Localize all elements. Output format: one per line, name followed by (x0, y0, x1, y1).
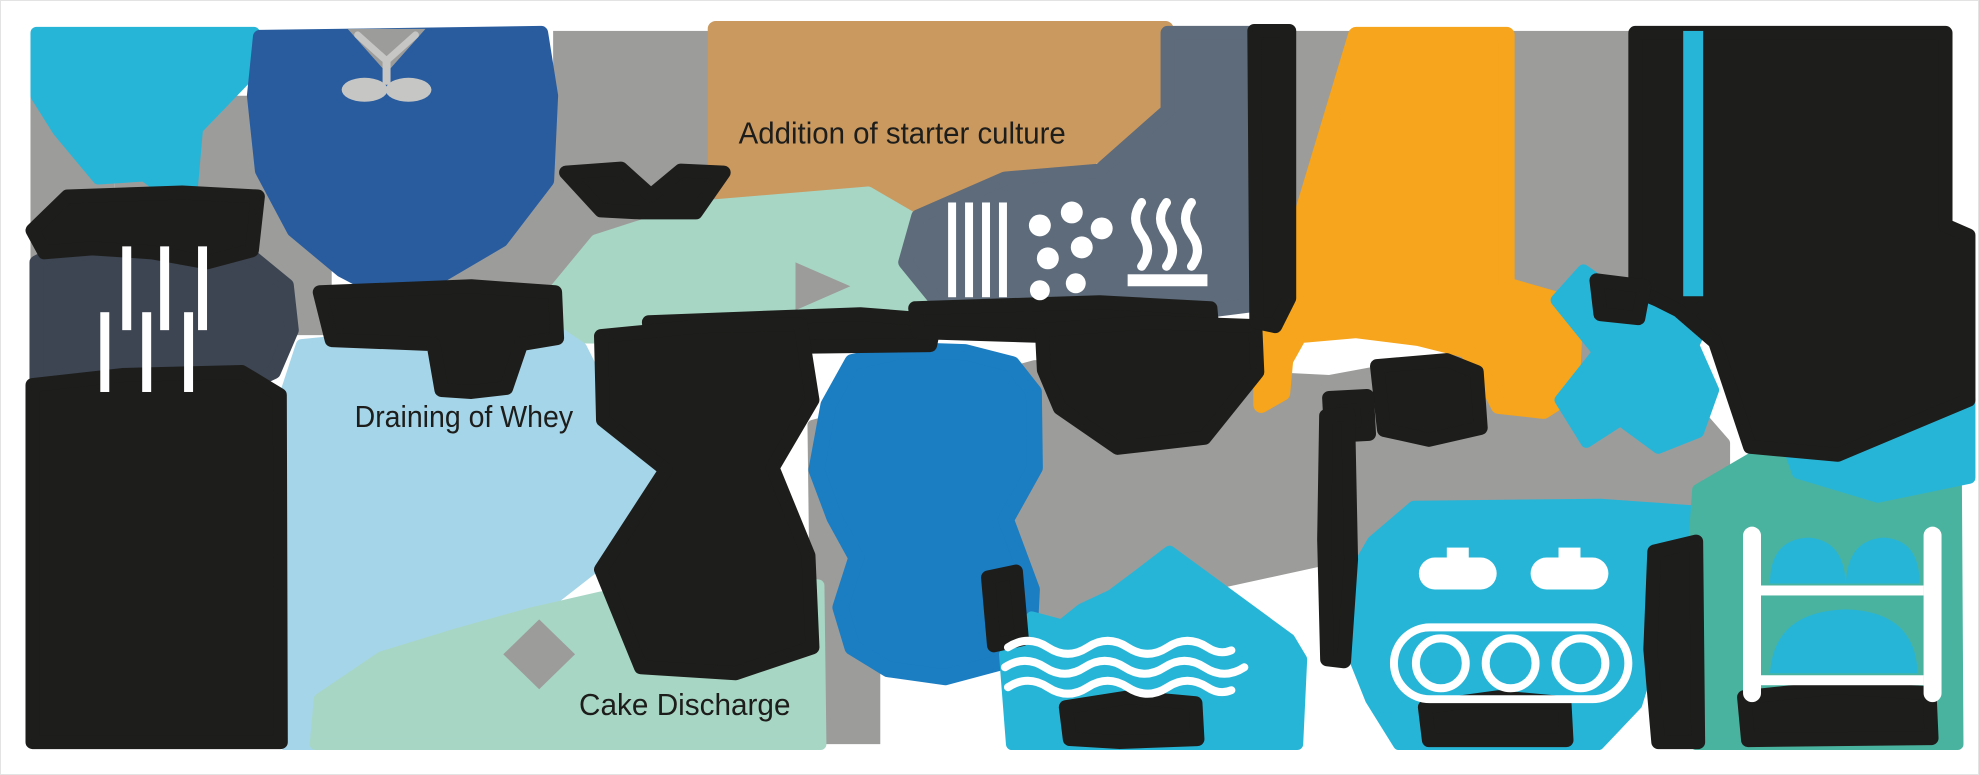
water-waves-icon (1000, 636, 1249, 698)
obscured-band-right (1643, 534, 1706, 750)
obscured-block-top-right (1628, 25, 1976, 462)
rack-domes-icon (1769, 537, 1920, 674)
obscured-label-wash (1058, 690, 1205, 750)
inline-bars-icon (948, 202, 1007, 298)
agitator-funnel-icon (341, 31, 432, 102)
obscured-block-bottom-left (25, 365, 288, 750)
cake-discharge-label: Cake Discharge (579, 687, 790, 722)
tank-pills-icon (1418, 547, 1609, 590)
obscured-label-storage (1737, 680, 1939, 748)
steam-icon (1127, 197, 1208, 287)
obscured-chevron (559, 161, 731, 220)
obscured-wedge (1589, 273, 1652, 326)
draining-whey-label: Draining of Whey (355, 399, 574, 434)
conveyor-belt-icon (1389, 623, 1633, 704)
obscured-label-conveyor (1417, 690, 1574, 748)
obscured-hourglass-blob (594, 317, 820, 681)
obscured-label-milk (25, 185, 265, 270)
diamond-connector-icon (503, 619, 576, 690)
starter-culture-label: Addition of starter culture (739, 116, 1066, 151)
cooling-arrow-shape (1253, 26, 1583, 419)
connector-column-b (1510, 30, 1636, 306)
obscured-label-cooling (1370, 353, 1488, 447)
obscured-down-band (1317, 406, 1359, 669)
arrow-right-icon (795, 262, 851, 311)
obscured-label-tank (312, 279, 565, 399)
rack-frame-icon (1743, 526, 1942, 703)
stream-stripe (1683, 30, 1704, 297)
obscured-ink-blobs (25, 23, 1976, 750)
wash-water-shape (998, 545, 1308, 751)
culture-dots-icon (1028, 201, 1113, 301)
obscured-small-blob (981, 564, 1029, 653)
obscured-column (1247, 23, 1297, 334)
obscured-pump-blob (1034, 315, 1265, 455)
plate-stack-icon (100, 246, 208, 392)
